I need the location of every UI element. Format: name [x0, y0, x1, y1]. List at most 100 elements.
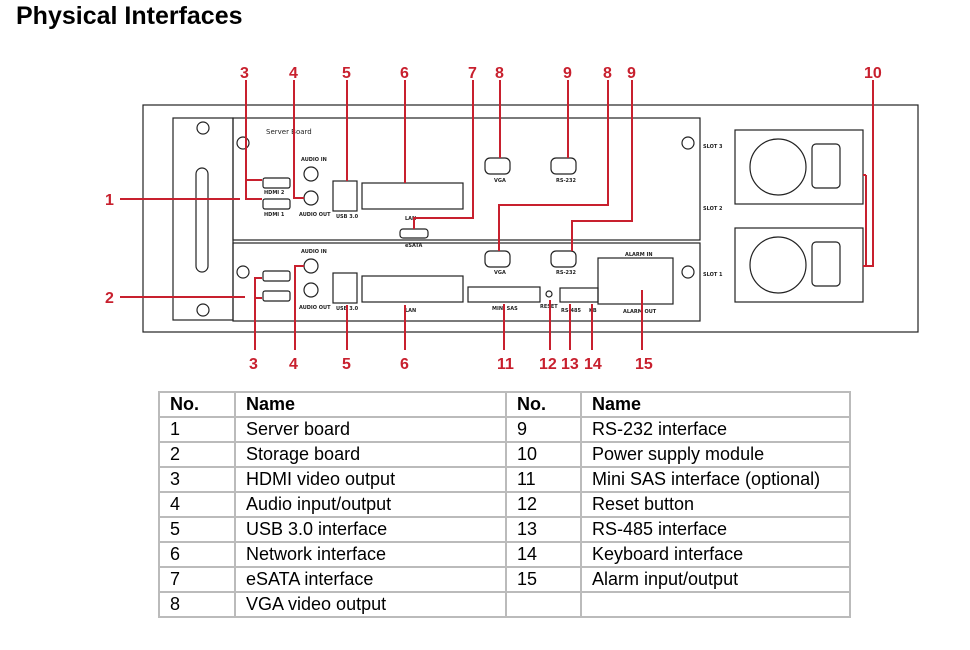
cell-no: 12	[505, 491, 582, 518]
callout-8: 8	[603, 65, 612, 82]
cell-no: 9	[505, 416, 582, 443]
cell-name: VGA video output	[234, 591, 507, 618]
callout-lines	[120, 80, 874, 350]
callout-9: 9	[627, 65, 636, 82]
audio-out-jack	[303, 282, 319, 298]
screw-icon	[681, 265, 695, 279]
cell-name: Audio input/output	[234, 491, 507, 518]
cell-no: 14	[505, 541, 582, 568]
hdmi2-port	[262, 177, 291, 189]
callout-7: 7	[468, 65, 477, 82]
slot3-label: SLOT 3	[703, 144, 723, 150]
esata-port	[399, 228, 429, 239]
vga-port	[484, 157, 511, 175]
screw-icon	[236, 136, 250, 150]
callout-11: 11	[497, 356, 514, 373]
screw-icon	[196, 303, 210, 317]
cell-name: USB 3.0 interface	[234, 516, 507, 543]
rs485-kb-terminal	[559, 287, 599, 303]
audio-out-label: AUDIO OUT	[299, 305, 331, 311]
callout-numbers: 3 4 5 6 7 8 9 8 9 10 1 2 3 4 5 6 11 12 1…	[105, 65, 882, 373]
callout-3: 3	[240, 65, 249, 82]
cell-name: HDMI video output	[234, 466, 507, 493]
callout-8: 8	[495, 65, 504, 82]
cell-name: Server board	[234, 416, 507, 443]
cell-name: Network interface	[234, 541, 507, 568]
cell-no: 11	[505, 466, 582, 493]
callout-9: 9	[563, 65, 572, 82]
cell-no: 10	[505, 441, 582, 468]
callout-10: 10	[864, 65, 882, 82]
callout-2: 2	[105, 290, 114, 307]
alarm-in-label: ALARM IN	[625, 252, 653, 258]
callout-4: 4	[289, 356, 298, 373]
mini-sas-port	[467, 286, 541, 303]
callout-4: 4	[289, 65, 298, 82]
slot1-label: SLOT 1	[703, 272, 723, 278]
rear-panel-diagram: Server Board HDMI 2 HDMI 1 AUDIO IN AUDI…	[105, 65, 919, 373]
header-name: Name	[580, 391, 851, 418]
cell-name: Power supply module	[580, 441, 851, 468]
callout-14: 14	[584, 356, 602, 373]
page-title: Physical Interfaces	[16, 2, 243, 30]
chassis-outline	[142, 104, 919, 333]
hdmi1-port	[262, 290, 291, 302]
server-board	[232, 117, 701, 241]
server-board-label: Server Board	[266, 128, 312, 136]
lan-label: LAN	[405, 308, 416, 314]
power-socket-icon	[811, 143, 841, 189]
rs232-port	[550, 157, 577, 175]
cell-name: Storage board	[234, 441, 507, 468]
audio-in-jack	[303, 258, 319, 274]
bracket-handle	[195, 167, 209, 273]
cell-name: RS-232 interface	[580, 416, 851, 443]
power-socket-icon	[811, 241, 841, 287]
cell-name: eSATA interface	[234, 566, 507, 593]
cell-no: 5	[158, 516, 236, 543]
lan-ports	[361, 182, 464, 210]
callout-5: 5	[342, 356, 351, 373]
power-supply-2	[734, 227, 864, 303]
header-name: Name	[234, 391, 507, 418]
mini-sas-label: MINI SAS	[492, 306, 518, 312]
cell-no: 7	[158, 566, 236, 593]
cell-no: 6	[158, 541, 236, 568]
lan-ports	[361, 275, 464, 303]
alarm-out-label: ALARM OUT	[623, 309, 657, 315]
left-bracket	[172, 117, 234, 321]
audio-in-label: AUDIO IN	[301, 157, 327, 163]
cell-no: 4	[158, 491, 236, 518]
callout-1: 1	[105, 192, 114, 209]
callout-3: 3	[249, 356, 258, 373]
hdmi1-label: HDMI 1	[264, 212, 285, 218]
reset-button	[545, 290, 553, 298]
usb-port	[332, 272, 358, 304]
audio-out-label: AUDIO OUT	[299, 212, 331, 218]
cell-no: 2	[158, 441, 236, 468]
callout-15: 15	[635, 356, 653, 373]
screw-icon	[196, 121, 210, 135]
cell-no: 1	[158, 416, 236, 443]
cell-no: 8	[158, 591, 236, 618]
usb-port	[332, 180, 358, 212]
cell-name: Reset button	[580, 491, 851, 518]
callout-13: 13	[561, 356, 579, 373]
callout-6: 6	[400, 65, 409, 82]
vga-label: VGA	[494, 178, 506, 184]
slot2-label: SLOT 2	[703, 206, 723, 212]
usb-label: USB 3.0	[336, 214, 359, 220]
callout-6: 6	[400, 356, 409, 373]
rs232-label: RS-232	[556, 270, 576, 276]
cell-no: 15	[505, 566, 582, 593]
fan-icon	[749, 236, 807, 294]
vga-port	[484, 250, 511, 268]
hdmi1-port	[262, 198, 291, 210]
alarm-terminal	[597, 257, 674, 305]
